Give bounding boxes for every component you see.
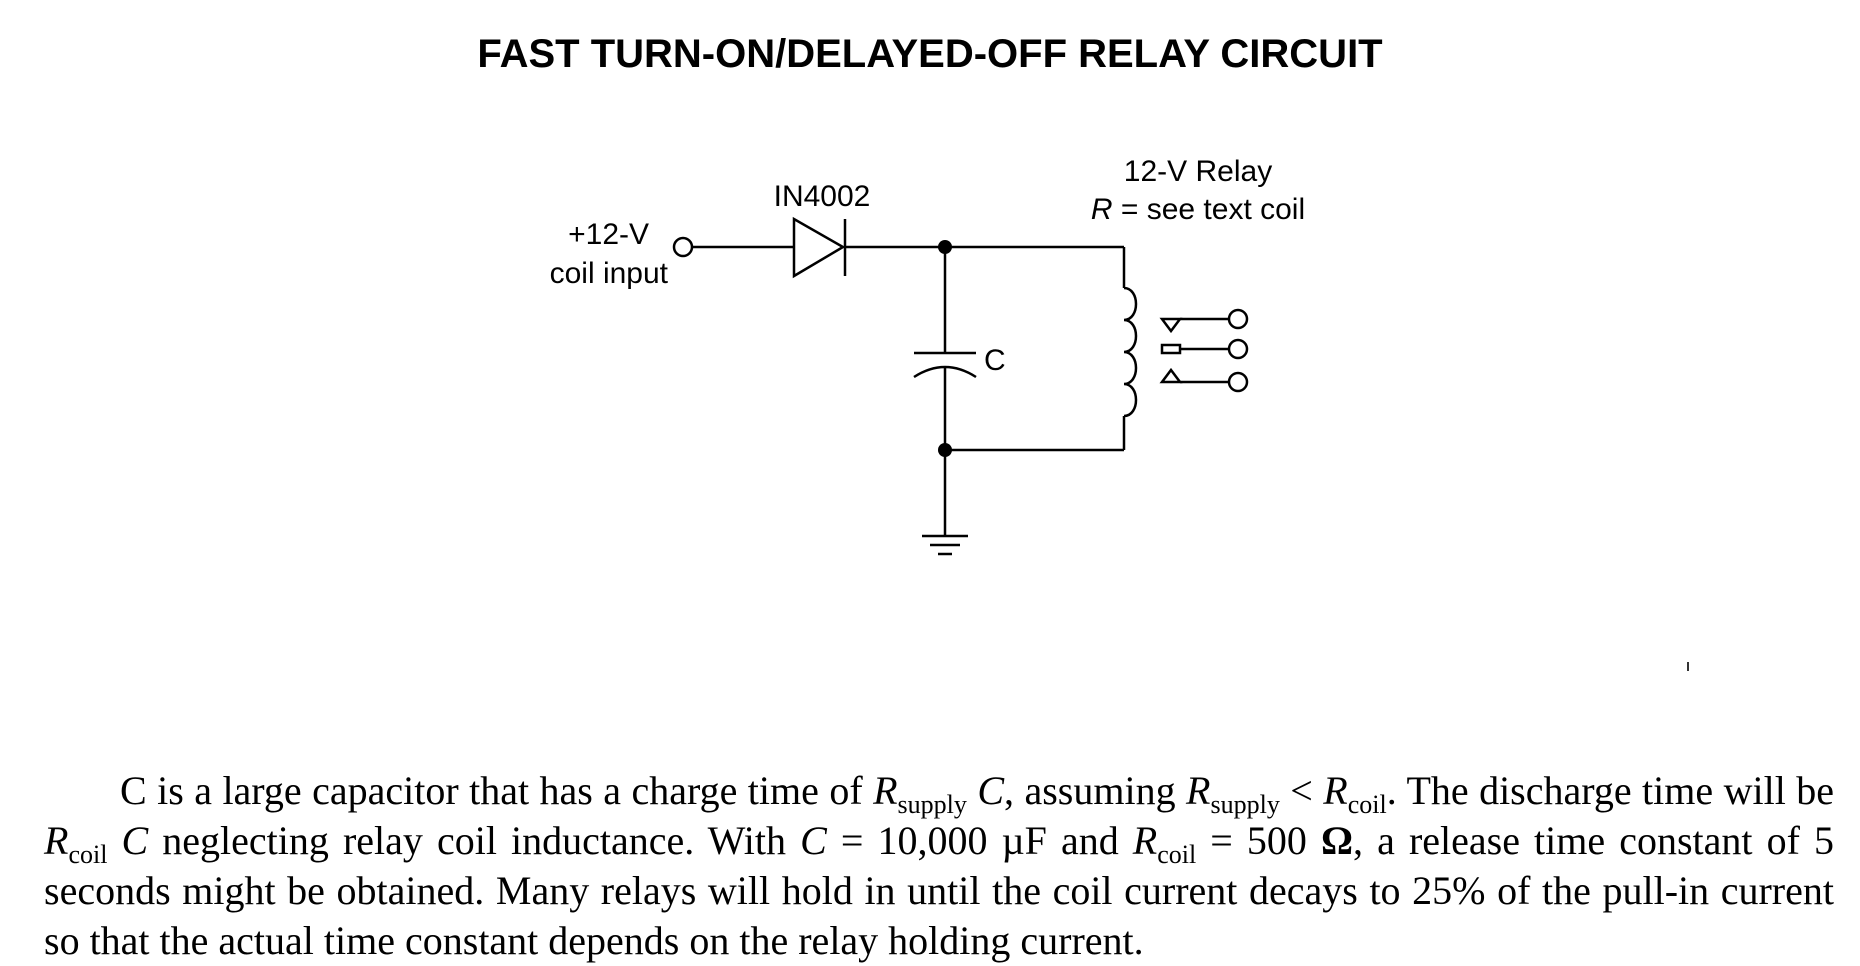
diode-symbol (792, 216, 846, 279)
contact-nc-symbol (1159, 317, 1183, 334)
contact-no-symbol (1159, 367, 1183, 384)
relay-schematic: +12-V coil input IN4002 C 12-V Relay R =… (550, 155, 1305, 556)
scan-mark (1687, 662, 1689, 671)
input-terminal (672, 236, 694, 258)
input-label-line1: +12-V (568, 218, 649, 251)
capacitor-label: C (984, 344, 1006, 377)
contact-com-symbol (1160, 343, 1182, 355)
contact-nc-terminal (1227, 308, 1249, 330)
diode-label: IN4002 (774, 180, 871, 213)
junction-dot-bottom (938, 443, 952, 457)
contact-no-terminal (1227, 371, 1249, 393)
relay-label-line1: 12-V Relay (1124, 155, 1272, 188)
relay-coil (1123, 286, 1138, 418)
caption-paragraph: C is a large capacitor that has a charge… (44, 768, 1835, 963)
contact-com-terminal (1227, 338, 1249, 360)
diagram-title: FAST TURN-ON/DELAYED-OFF RELAY CIRCUIT (477, 32, 1383, 76)
junction-dot-top (938, 240, 952, 254)
relay-label-line2: R = see text coil (1091, 193, 1305, 226)
input-label-line2: coil input (550, 257, 669, 290)
